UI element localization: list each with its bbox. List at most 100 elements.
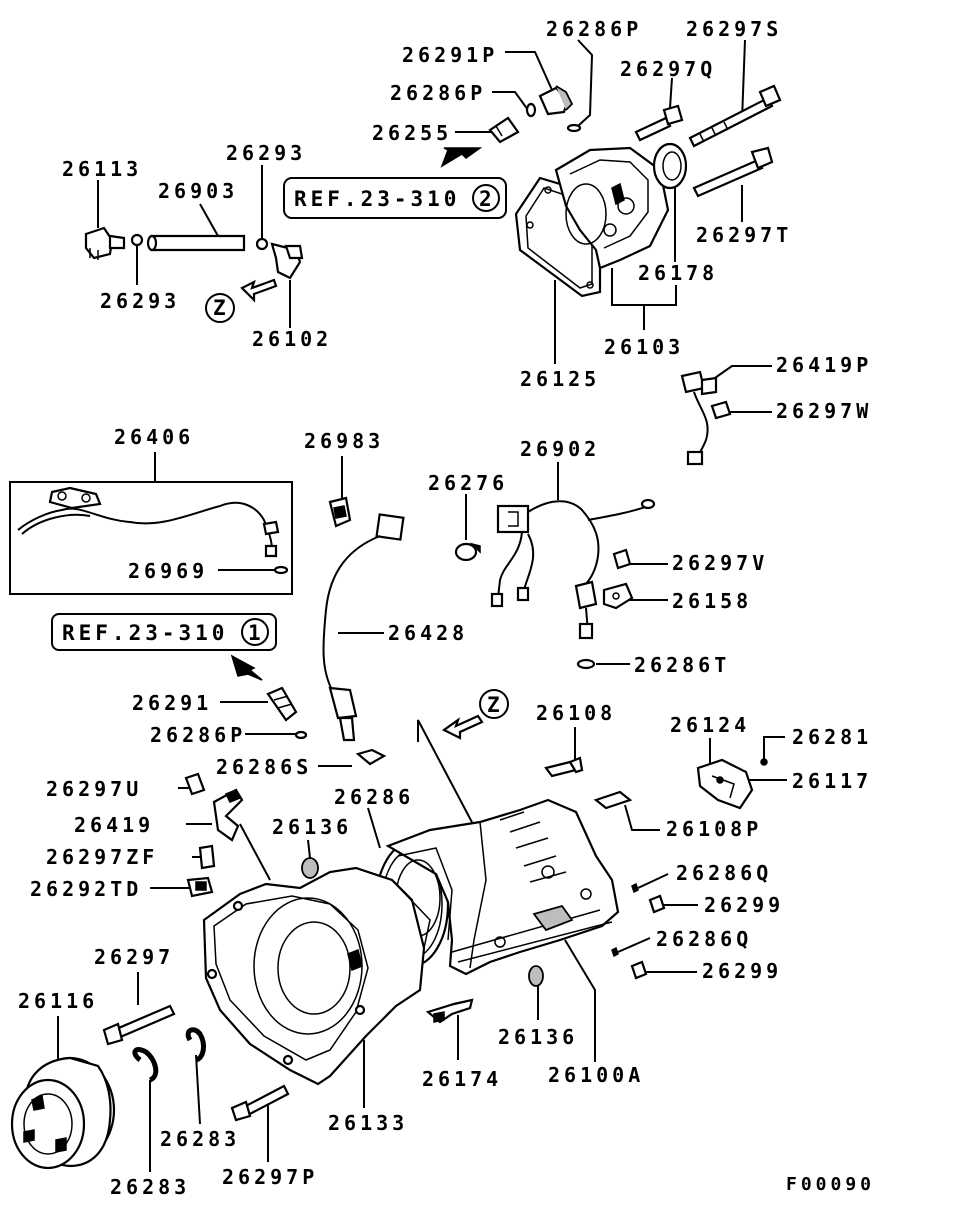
label-26297Q: 26297Q — [620, 57, 716, 81]
label-26103: 26103 — [604, 335, 684, 359]
part-labels: 26286P 26297S 26291P 26297Q 26286P 26255… — [18, 17, 872, 1199]
o-ring-26286P-top-icon — [566, 123, 582, 133]
bolt-26297P-icon — [230, 1084, 290, 1122]
label-26299-a: 26299 — [704, 893, 784, 917]
label-26286Q-b: 26286Q — [656, 927, 752, 951]
label-26286T: 26286T — [634, 653, 730, 677]
connector-26102-icon — [270, 242, 304, 280]
label-26286P-mid: 26286P — [390, 81, 486, 105]
bolt-26297U-icon — [184, 772, 206, 796]
bolt-26297T-icon — [692, 146, 774, 198]
label-26286Q-a: 26286Q — [676, 861, 772, 885]
converter-housing-26133-icon — [202, 866, 431, 1086]
ref-mid-number: 1 — [248, 621, 265, 645]
z-right-text: Z — [487, 693, 504, 717]
snap-ring-26283-b-icon — [132, 1047, 159, 1083]
o-ring-26286P-low-icon — [294, 730, 308, 740]
label-26291P: 26291P — [402, 43, 498, 67]
z-left-arrow-icon — [240, 278, 278, 303]
z-left-text: Z — [213, 296, 230, 320]
bracket-26108P-icon — [593, 790, 633, 810]
ref-top-arrow-icon — [440, 147, 483, 168]
clip-26983-icon — [328, 496, 352, 528]
label-26116: 26116 — [18, 989, 98, 1013]
leader-lines — [57, 39, 787, 1172]
o-ring-26286P-icon — [525, 102, 537, 118]
harness-26406-box — [9, 481, 293, 595]
label-26283-a: 26283 — [160, 1127, 240, 1151]
bracket-26158-icon — [602, 582, 634, 610]
switch-26291-icon — [266, 686, 298, 722]
label-26297S: 26297S — [686, 17, 782, 41]
label-26136-bottom: 26136 — [498, 1025, 578, 1049]
label-26158: 26158 — [672, 589, 752, 613]
clip-26292TD-icon — [186, 876, 214, 898]
label-26102: 26102 — [252, 327, 332, 351]
label-26969: 26969 — [128, 559, 208, 583]
label-26276: 26276 — [428, 471, 508, 495]
label-26108: 26108 — [536, 701, 616, 725]
label-26419P: 26419P — [776, 353, 872, 377]
ref-mid-text: REF.23-310 — [62, 621, 228, 645]
torque-converter-26116-icon — [10, 1056, 116, 1170]
connector-26255-icon — [488, 116, 520, 144]
clip-26293-left-icon — [130, 233, 144, 247]
sensor-26419-icon — [212, 788, 244, 842]
transmission-26100A-icon — [385, 798, 620, 976]
bolt-26297W-icon — [710, 400, 732, 420]
bolt-26299-b-icon — [630, 960, 648, 980]
z-right-circle — [479, 689, 509, 719]
harness-26406-icon — [17, 486, 289, 575]
label-26297ZF: 26297ZF — [46, 845, 158, 869]
label-26297V: 26297V — [672, 551, 768, 575]
o-ring-26286Q-b-icon — [611, 946, 619, 958]
bracket-26174-icon — [425, 998, 474, 1024]
label-26297U: 26297U — [46, 777, 142, 801]
harness-26902-icon — [490, 498, 656, 640]
label-26903: 26903 — [158, 179, 238, 203]
plug-26136-bottom-icon — [528, 965, 544, 987]
label-26297: 26297 — [94, 945, 174, 969]
label-26406: 26406 — [114, 425, 194, 449]
label-26100A: 26100A — [548, 1063, 644, 1087]
label-26136-top: 26136 — [272, 815, 352, 839]
bracket-26108-icon — [544, 756, 584, 778]
label-26286P-low: 26286P — [150, 723, 246, 747]
z-left-circle — [205, 293, 235, 323]
z-right-arrow-icon — [441, 714, 484, 740]
label-26281: 26281 — [792, 725, 872, 749]
label-26286P-top: 26286P — [546, 17, 642, 41]
ref-box-mid: REF.23-310 1 — [51, 613, 277, 651]
label-26292TD: 26292TD — [30, 877, 142, 901]
figure-code: F00090 — [786, 1174, 875, 1195]
plug-26136-top-icon — [301, 857, 319, 879]
sensor-26428-icon — [322, 513, 405, 742]
label-26286: 26286 — [334, 785, 414, 809]
label-26291: 26291 — [132, 691, 212, 715]
ref-top-number: 2 — [479, 187, 496, 211]
label-26297W: 26297W — [776, 399, 872, 423]
screw-26281-icon — [760, 758, 768, 766]
bolt-26297ZF-icon — [198, 844, 216, 870]
elbow-fitting-26291P-icon — [538, 85, 574, 116]
label-26297T: 26297T — [696, 223, 792, 247]
sensor-26419P-icon — [680, 370, 718, 466]
label-26293-bottom: 26293 — [100, 289, 180, 313]
snap-ring-26283-a-icon — [185, 1027, 206, 1063]
sensor-26124-icon — [696, 758, 754, 810]
label-26108P: 26108P — [666, 817, 762, 841]
label-26125: 26125 — [520, 367, 600, 391]
extension-housing-26103-icon — [554, 146, 670, 270]
bolt-26297Q-icon — [634, 104, 684, 142]
clamp-26276-icon — [454, 542, 481, 562]
o-ring-26286T-icon — [576, 658, 596, 670]
o-ring-26286S-icon — [355, 748, 387, 766]
bolt-26297V-icon — [612, 548, 632, 570]
connector-26113-icon — [84, 226, 126, 260]
label-26178: 26178 — [638, 261, 718, 285]
ref-top-text: REF.23-310 — [294, 187, 460, 211]
label-26133: 26133 — [328, 1111, 408, 1135]
label-26428: 26428 — [388, 621, 468, 645]
label-26983: 26983 — [304, 429, 384, 453]
label-26297P: 26297P — [222, 1165, 318, 1189]
